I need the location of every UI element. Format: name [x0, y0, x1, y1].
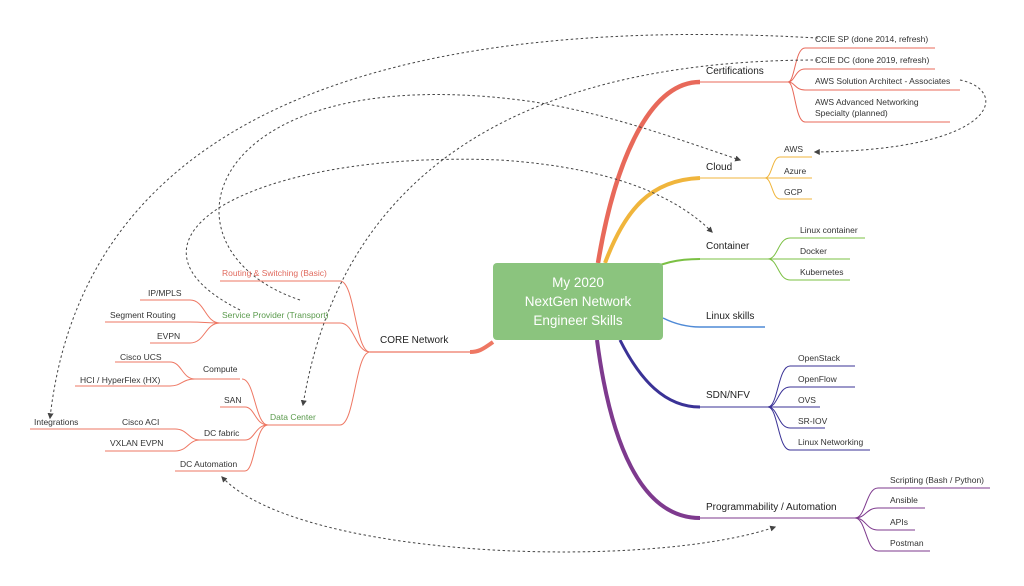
central-line-3: Engineer Skills [533, 313, 623, 328]
cert-item-aws-sa[interactable]: AWS Solution Architect - Associates [815, 76, 951, 86]
branch-sdn [618, 339, 870, 451]
topic-container[interactable]: Container [706, 241, 750, 252]
container-item-linux[interactable]: Linux container [800, 225, 858, 235]
prog-item-apis[interactable]: APIs [890, 517, 908, 527]
cloud-item-gcp[interactable]: GCP [784, 187, 803, 197]
topic-core-network[interactable]: CORE Network [380, 335, 449, 346]
branch-core [30, 280, 495, 472]
prog-item-scripting[interactable]: Scripting (Bash / Python) [890, 475, 985, 485]
topic-linux-skills[interactable]: Linux skills [706, 311, 755, 322]
branch-linux [662, 317, 765, 328]
container-item-kubernetes[interactable]: Kubernetes [800, 267, 844, 277]
dc-item-automation[interactable]: DC Automation [180, 459, 238, 469]
sp-item-evpn[interactable]: EVPN [157, 331, 181, 341]
compute-item-cisco-ucs[interactable]: Cisco UCS [120, 352, 162, 362]
fabric-item-vxlan-evpn[interactable]: VXLAN EVPN [110, 438, 164, 448]
topic-programmability[interactable]: Programmability / Automation [706, 502, 837, 513]
branch-cloud [603, 156, 812, 264]
cloud-item-aws[interactable]: AWS [784, 144, 804, 154]
dc-item-fabric[interactable]: DC fabric [204, 428, 240, 438]
relationship-arrows [47, 33, 987, 553]
fabric-item-cisco-aci[interactable]: Cisco ACI [122, 417, 160, 427]
central-line-1: My 2020 [552, 275, 604, 290]
topic-sdn-nfv[interactable]: SDN/NFV [706, 390, 750, 401]
core-compute[interactable]: Compute [203, 364, 238, 374]
container-item-docker[interactable]: Docker [800, 246, 827, 256]
central-line-2: NextGen Network [524, 294, 632, 309]
dc-item-san[interactable]: SAN [224, 395, 242, 405]
core-data-center[interactable]: Data Center [270, 412, 316, 422]
compute-item-hyperflex[interactable]: HCI / HyperFlex (HX) [80, 375, 161, 385]
sdn-item-openstack[interactable]: OpenStack [798, 353, 841, 363]
topic-cloud[interactable]: Cloud [706, 162, 733, 173]
branch-programmability [595, 339, 990, 552]
core-service-provider[interactable]: Service Provider (Transport) [222, 310, 329, 320]
sp-item-ip-mpls[interactable]: IP/MPLS [148, 288, 182, 298]
sdn-item-ovs[interactable]: OVS [798, 395, 816, 405]
topic-certifications[interactable]: Certifications [706, 66, 764, 77]
cert-item-ccie-dc[interactable]: CCIE DC (done 2019, refresh) [815, 55, 930, 65]
fabric-item-integrations[interactable]: Integrations [34, 417, 79, 427]
core-routing-switching[interactable]: Routing & Switching (Basic) [222, 268, 327, 278]
cert-item-ccie-sp[interactable]: CCIE SP (done 2014, refresh) [815, 34, 929, 44]
sdn-item-openflow[interactable]: OpenFlow [798, 374, 837, 384]
cert-item-aws-adv[interactable]: AWS Advanced Networking Specialty (plann… [815, 97, 919, 118]
prog-item-ansible[interactable]: Ansible [890, 495, 918, 505]
prog-item-postman[interactable]: Postman [890, 538, 924, 548]
sdn-item-linux-networking[interactable]: Linux Networking [798, 437, 864, 447]
central-topic[interactable]: My 2020 NextGen Network Engineer Skills [493, 263, 663, 340]
branch-certifications [595, 47, 960, 264]
cloud-item-azure[interactable]: Azure [784, 166, 807, 176]
sp-item-segment-routing[interactable]: Segment Routing [110, 310, 176, 320]
sdn-item-sr-iov[interactable]: SR-IOV [798, 416, 828, 426]
